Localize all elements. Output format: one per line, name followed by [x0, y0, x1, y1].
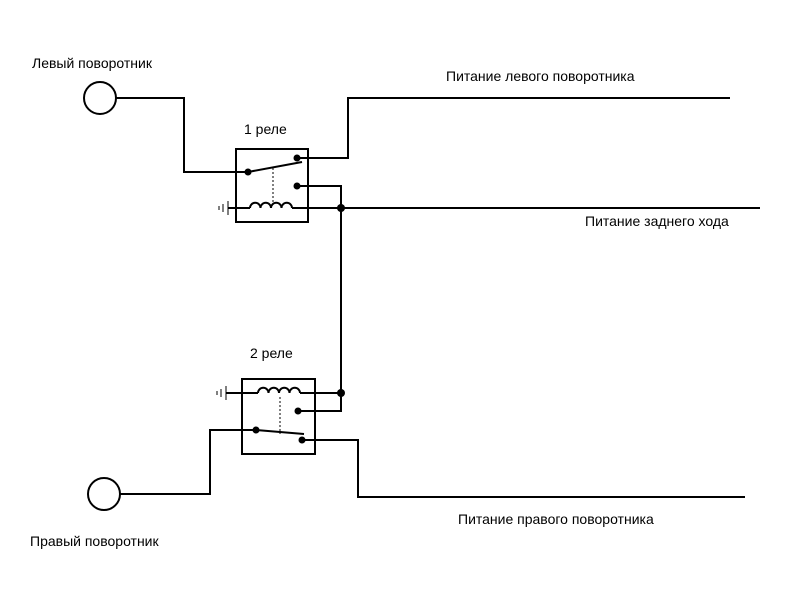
label-relay-2: 2 реле — [250, 345, 293, 361]
ground-icon — [218, 201, 229, 215]
junction-dot — [337, 389, 345, 397]
label-reverse-power: Питание заднего хода — [585, 213, 729, 229]
label-right-turn: Правый поворотник — [30, 533, 160, 549]
switch-contact-icon — [247, 161, 303, 173]
wire-right-lamp-to-relay2 — [120, 429, 256, 495]
relay-1 — [235, 148, 309, 223]
ground-icon — [216, 386, 227, 400]
wire-relay1-to-left-power — [297, 97, 730, 159]
coil-icon — [249, 201, 293, 209]
label-left-turn: Левый поворотник — [32, 55, 153, 71]
switch-contact-icon — [255, 429, 305, 435]
relay-2 — [241, 378, 316, 455]
wire-relay2-to-right-power — [302, 439, 745, 498]
junction-dot — [337, 204, 345, 212]
label-left-power: Питание левого поворотника — [446, 68, 635, 84]
label-right-power: Питание правого поворотника — [458, 511, 654, 527]
lamp-icon — [83, 81, 117, 115]
wire-left-lamp-to-relay1 — [116, 97, 248, 173]
lamp-icon — [87, 477, 121, 511]
wire-relay1-no-to-bus — [297, 185, 342, 208]
coil-icon — [257, 386, 301, 394]
left-lamp — [83, 81, 117, 115]
right-lamp — [87, 477, 121, 511]
label-relay-1: 1 реле — [244, 121, 287, 137]
